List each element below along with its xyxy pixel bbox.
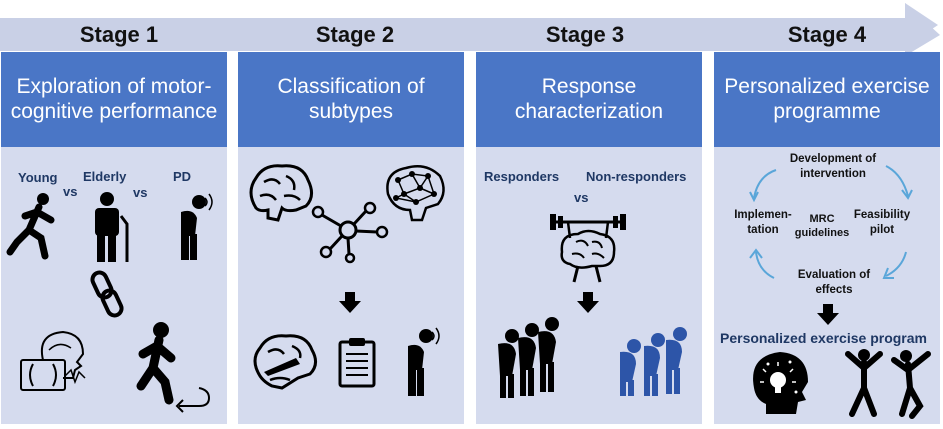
network-node-icon (311, 201, 389, 264)
brain-icon (249, 164, 313, 222)
brain-writing-icon (253, 334, 317, 390)
stage-2-label: Stage 2 (315, 22, 395, 47)
stage-3-label: Stage 3 (545, 22, 625, 47)
implementation-label: Implemen- tation (734, 209, 792, 236)
head-lightbulb-icon (753, 352, 808, 414)
personalized-program-label: Personalized exercise program (720, 330, 927, 346)
clipboard-icon (338, 338, 376, 388)
chain-link-icon (90, 270, 124, 318)
down-arrow-icon (339, 292, 361, 313)
brain-monitor-icon (20, 330, 86, 391)
evaluation-label: Evaluation of effects (797, 269, 871, 296)
walking-with-path-icon (136, 322, 211, 413)
mrc-guidelines-label: MRC guidelines (794, 213, 850, 240)
responders-label: Responders (484, 169, 560, 184)
parkinson-person-icon-2 (408, 327, 440, 396)
stage-4-label: Stage 4 (787, 22, 867, 47)
responders-group-icon (498, 317, 559, 398)
running-person-icon (6, 193, 55, 260)
stage-2-title: Classification of subtypes (238, 52, 464, 147)
vs-label-2: vs (133, 185, 148, 200)
stage-3-title: Response characterization (476, 52, 702, 147)
timeline-arrow (0, 3, 940, 56)
stage-1-panel: Exploration of motor-cognitive performan… (1, 52, 227, 424)
non-responders-group-icon (620, 327, 687, 396)
elderly-person-icon (95, 192, 129, 262)
exercising-people-icon (845, 349, 931, 419)
feasibility-label: Feasibility pilot (853, 209, 911, 236)
non-responders-label: Non-responders (586, 169, 687, 184)
vs-label-3: vs (574, 190, 589, 205)
stage-2-panel: Classification of subtypes (238, 52, 464, 424)
pd-label: PD (173, 169, 192, 184)
development-label: Development of intervention (789, 153, 877, 180)
cycle-arrows-icon (749, 165, 913, 279)
stage-4-panel: Personalized exercise programme Developm… (714, 52, 940, 424)
brain-lifting-weights-icon (550, 214, 626, 283)
stage-1-title: Exploration of motor-cognitive performan… (1, 52, 227, 147)
young-label: Young (18, 170, 58, 185)
parkinson-person-icon (181, 193, 213, 260)
neural-network-brain-icon (386, 165, 445, 222)
down-arrow-icon-3 (817, 304, 839, 325)
elderly-label: Elderly (83, 169, 127, 184)
stage-4-title: Personalized exercise programme (714, 52, 940, 147)
vs-label-1: vs (63, 184, 78, 199)
stage-1-label: Stage 1 (79, 22, 159, 47)
down-arrow-icon-2 (577, 292, 599, 313)
stage-3-panel: Response characterization Responders Non… (476, 52, 702, 424)
